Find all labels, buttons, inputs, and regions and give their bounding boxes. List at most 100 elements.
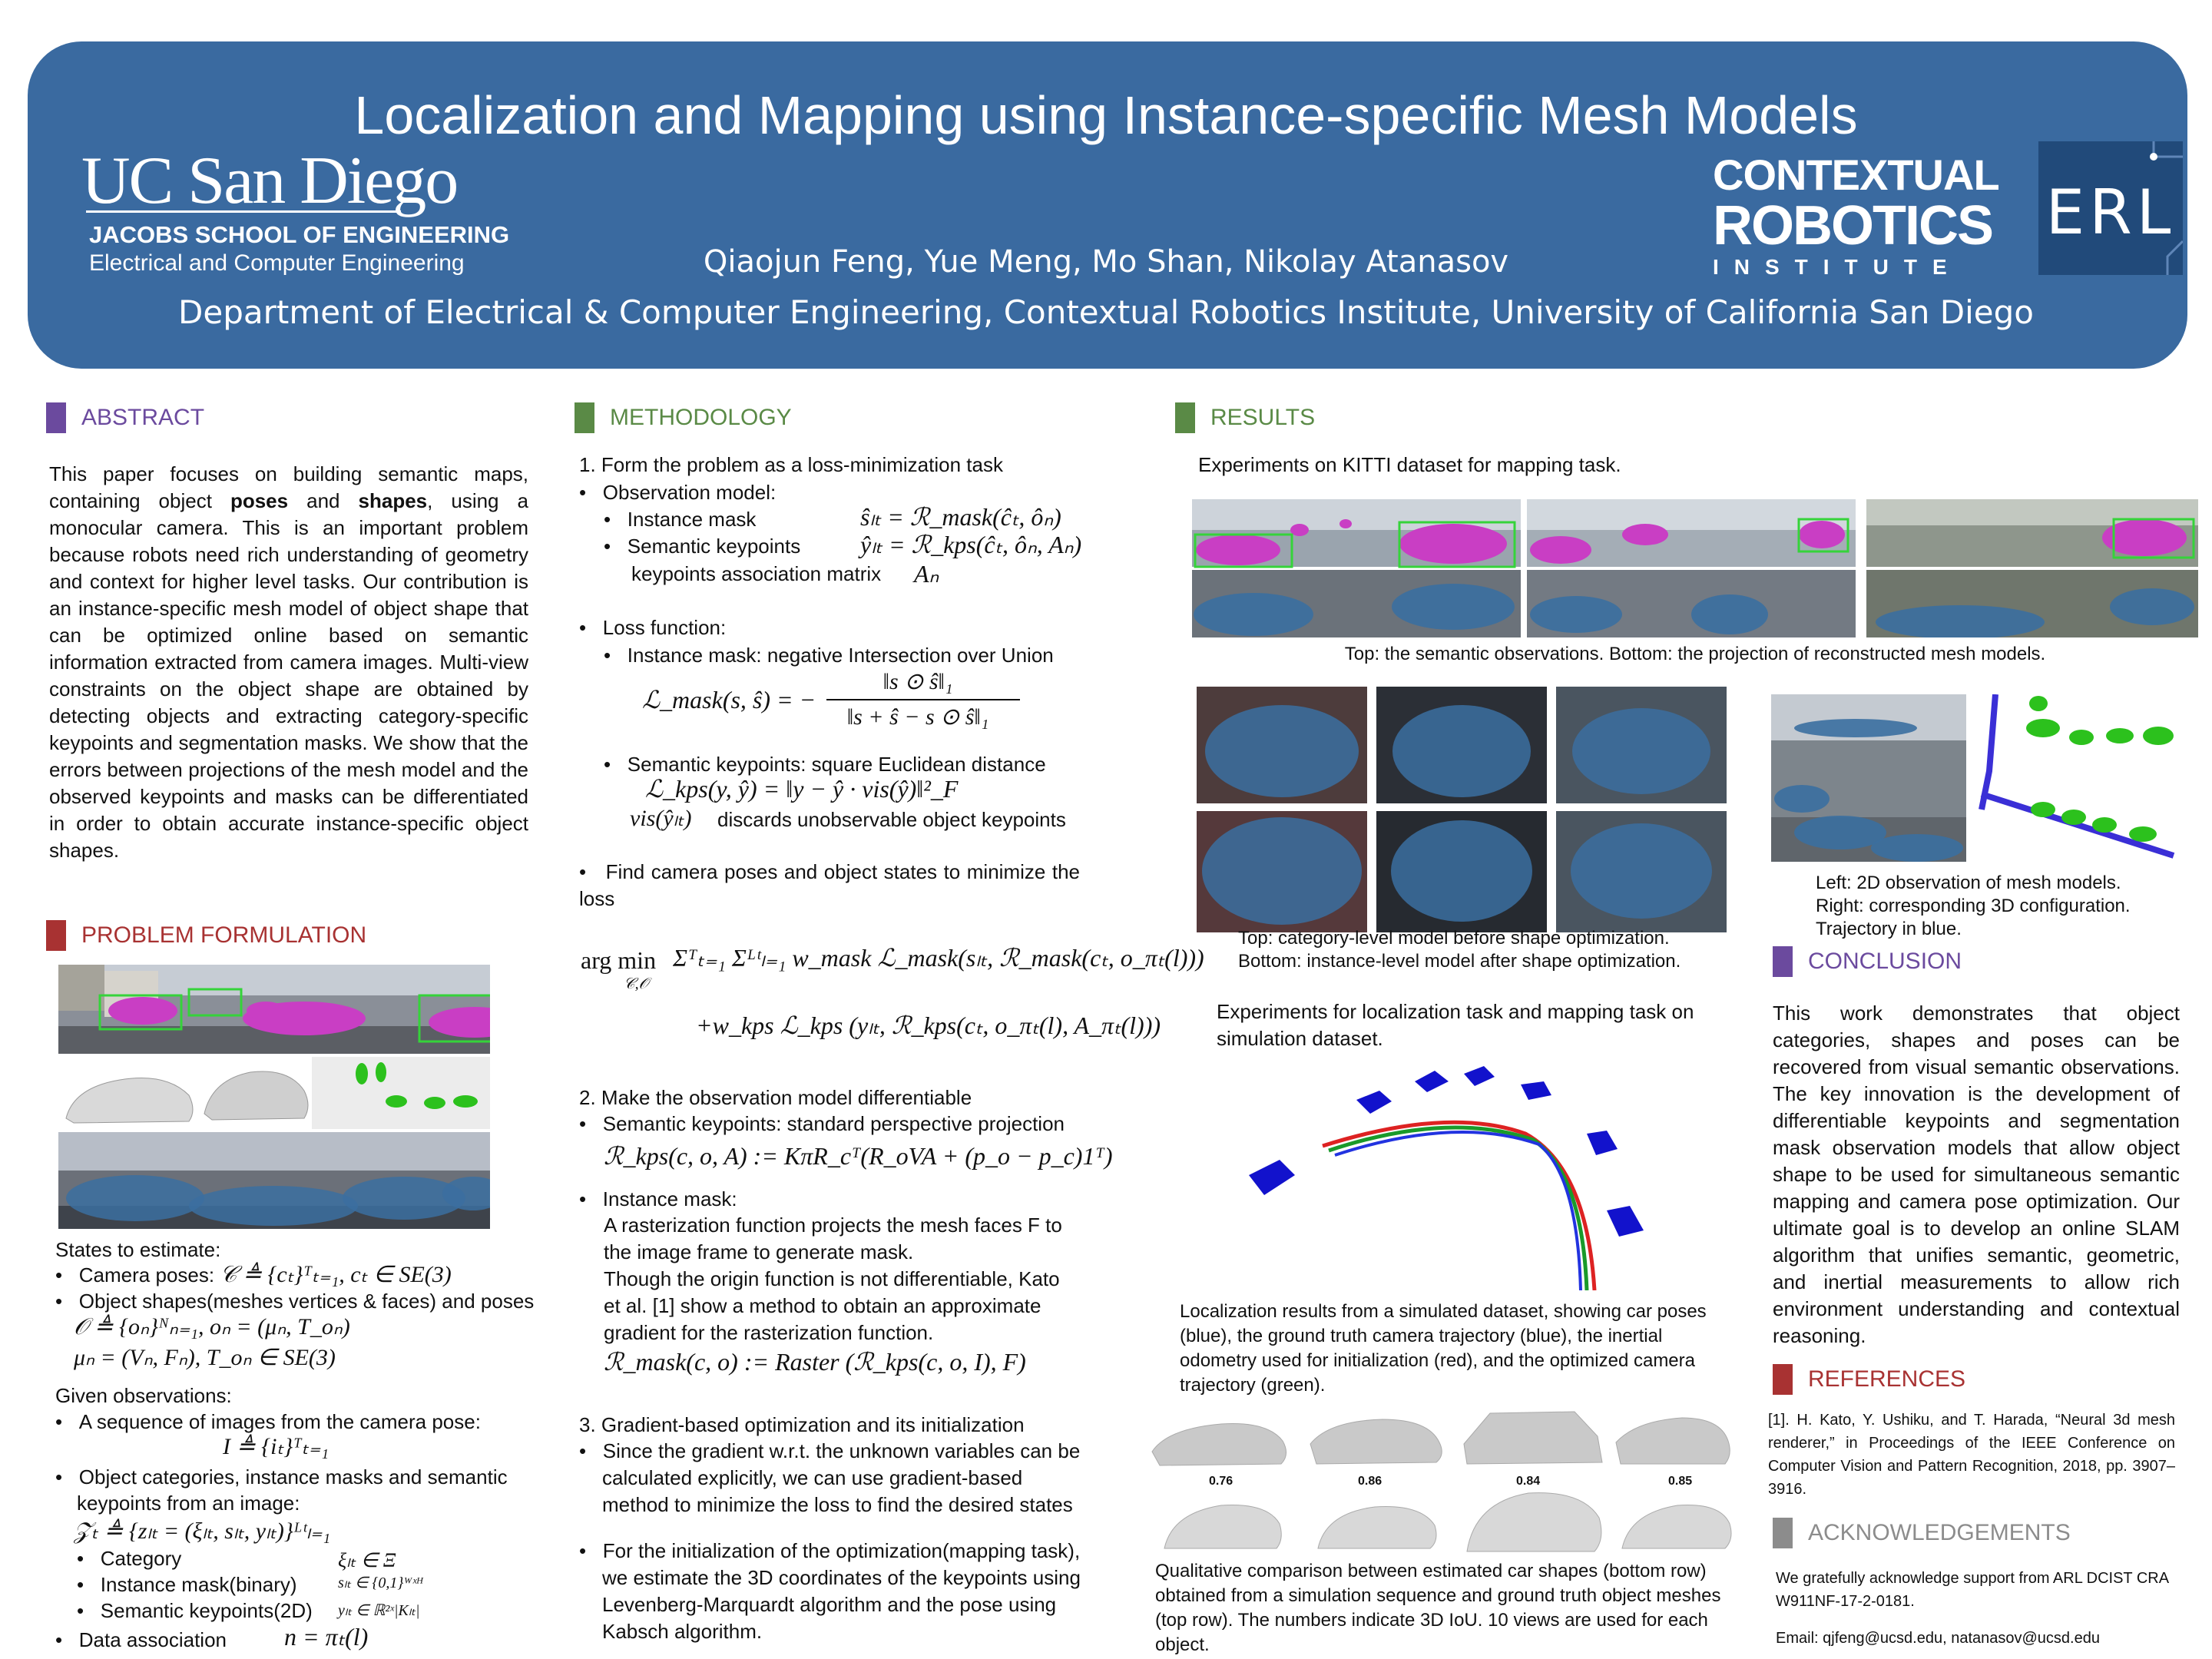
- inst-mask2-label: Instance mask:: [602, 1187, 737, 1210]
- eq-kp-model: ŷₗₜ = ℛ_kps(ĉₜ, ôₙ, Aₙ): [860, 531, 1082, 558]
- abstract-heading-text: ABSTRACT: [81, 405, 205, 430]
- obj-cats-item: • Object categories, instance masks and …: [55, 1465, 508, 1488]
- erl-circuit-icon: [2150, 141, 2184, 275]
- object-shapes-label: Object shapes(meshes vertices & faces) a…: [78, 1290, 535, 1313]
- acknowledgements-heading: ACKNOWLEDGEMENTS: [1773, 1518, 2071, 1548]
- acknowledgements-text: We gratefully acknowledge support from A…: [1776, 1570, 2168, 1610]
- raster-text-1: A rasterization function projects the me…: [604, 1214, 1062, 1263]
- eq-lmask-den: ‖s + ŝ − s ⊙ ŝ‖₁: [846, 704, 989, 730]
- localization-caption: Localization results from a simulated da…: [1180, 1301, 1707, 1396]
- conclusion-heading-bar: [1773, 946, 1793, 977]
- iou-value-2: 0.86: [1358, 1475, 1382, 1488]
- problem-kitti-observation-image: [58, 965, 490, 1054]
- localization-trajectory-figure: [1233, 1060, 1725, 1290]
- 2d-observation-image: [1771, 694, 1966, 862]
- qualitative-caption: Qualitative comparison between estimated…: [1155, 1561, 1721, 1655]
- obj-cats-label: Object categories, instance masks and se…: [78, 1465, 508, 1488]
- kitti-caption: Top: the semantic observations. Bottom: …: [1344, 644, 2046, 664]
- object-shapes-item: • Object shapes(meshes vertices & faces)…: [55, 1290, 535, 1313]
- authors: Qiaojun Feng, Yue Meng, Mo Shan, Nikolay…: [703, 244, 1509, 280]
- problem-heading-bar: [46, 920, 66, 951]
- eq-objective-1: Σᵀₜ₌₁ Σᴸᵗₗ₌₁ w_mask ℒ_mask(sₗₜ, ℛ_mask(c…: [673, 944, 1204, 972]
- eq-vis: vis(ŷₗₜ): [630, 806, 692, 831]
- iou-value-4: 0.85: [1668, 1475, 1693, 1488]
- sem-kp-persp-label: Semantic keypoints: standard perspective…: [602, 1112, 1065, 1135]
- camera-poses-item: • Camera poses: 𝒞 ≜ {cₜ}ᵀₜ₌₁, cₜ ∈ SE(3): [55, 1262, 452, 1287]
- eq-lkps: ℒ_kps(y, ŷ) = ‖y − ŷ · vis(ŷ)‖²_F: [645, 775, 959, 803]
- abstract-text-1: This paper focuses on building semantic …: [49, 462, 528, 512]
- inst-mask-label: Instance mask: [627, 508, 757, 531]
- ucsd-logo-rule: [86, 210, 401, 213]
- contextual-robotics-logo: CONTEXTUAL ROBOTICS INSTITUTE: [1713, 151, 2000, 279]
- contact-email: Email: qjfeng@ucsd.edu, natanasov@ucsd.e…: [1776, 1630, 2100, 1647]
- methodology-heading-text: METHODOLOGY: [610, 405, 792, 430]
- data-assoc-label: Data association: [78, 1628, 227, 1651]
- results-heading-text: RESULTS: [1210, 405, 1316, 430]
- reference-1: [1]. H. Kato, Y. Ushiku, and T. Harada, …: [1768, 1412, 2175, 1498]
- category-item: • Category: [77, 1547, 182, 1570]
- given-observations: Given observations:: [55, 1384, 232, 1407]
- eq-argmin-sub: 𝒞,𝒪: [624, 975, 649, 992]
- ece-label: Electrical and Computer Engineering: [89, 250, 465, 276]
- instance-mask-label: Instance mask(binary): [100, 1573, 297, 1596]
- eq-category: ξₗₜ ∈ Ξ: [338, 1549, 396, 1571]
- results-heading-bar: [1175, 402, 1195, 433]
- 2d-caption-3: Trajectory in blue.: [1816, 919, 1962, 939]
- eq-mesh-def: μₙ = (Vₙ, Fₙ), T_oₙ ∈ SE(3): [74, 1345, 336, 1370]
- eq-rmask: ℛ_mask(c, o) := Raster (ℛ_kps(c, o, I), …: [604, 1348, 1026, 1376]
- seq-images-label: A sequence of images from the camera pos…: [78, 1410, 481, 1433]
- abstract-text: This paper focuses on building semantic …: [49, 461, 528, 864]
- raster-text-2: Though the origin function is not differ…: [604, 1267, 1060, 1344]
- category-label: Category: [100, 1547, 182, 1570]
- erl-logo: ERL: [2038, 141, 2184, 275]
- states-to-estimate: States to estimate:: [55, 1238, 221, 1261]
- camera-poses-label: Camera poses:: [78, 1263, 215, 1286]
- cri-logo-line1: CONTEXTUAL: [1713, 151, 2000, 199]
- references-heading: REFERENCES: [1773, 1364, 1965, 1395]
- method-step-1: 1. Form the problem as a loss-minimizati…: [579, 453, 1003, 476]
- title-banner: [28, 41, 2187, 369]
- kitti-label: Experiments on KITTI dataset for mapping…: [1198, 453, 1621, 476]
- method-step-3: 3. Gradient-based optimization and its i…: [579, 1413, 1025, 1436]
- eq-observation-set: 𝒵ₜ ≜ {zₗₜ = (ξₗₜ, sₗₜ, yₗₜ)}ᴸᵗₗ₌₁: [74, 1518, 331, 1544]
- obs-model-label: Observation model:: [602, 481, 777, 504]
- inst-mask2-item: • Instance mask:: [579, 1187, 737, 1210]
- iou-value-1: 0.76: [1209, 1475, 1233, 1488]
- obj-cats-label-2: keypoints from an image:: [77, 1492, 300, 1515]
- poster-title: Localization and Mapping using Instance-…: [354, 85, 1858, 145]
- eq-rkps: ℛ_kps(c, o, A) := KπR_cᵀ(R_oVA + (p_o − …: [604, 1142, 1113, 1170]
- instance-mask-item: • Instance mask(binary): [77, 1573, 297, 1596]
- seq-images-item: • A sequence of images from the camera p…: [55, 1410, 481, 1433]
- jacobs-school-label: JACOBS SCHOOL OF ENGINEERING: [89, 221, 510, 248]
- 3d-configuration-image: [1974, 694, 2197, 862]
- eq-camera-poses: 𝒞 ≜ {cₜ}ᵀₜ₌₁, cₜ ∈ SE(3): [220, 1262, 452, 1287]
- methodology-heading-bar: [575, 402, 594, 433]
- eq-argmin: arg min: [581, 946, 657, 974]
- sem-kp-label: Semantic keypoints: [627, 535, 801, 558]
- iou-value-3: 0.84: [1516, 1475, 1541, 1488]
- eq-objective-2: +w_kps ℒ_kps (yₗₜ, ℛ_kps(cₜ, o_πₜ(l), A_…: [696, 1012, 1161, 1039]
- sem-kp-item: • Semantic keypoints: [604, 535, 801, 558]
- sem-kp-sq-label: Semantic keypoints: square Euclidean dis…: [627, 753, 1046, 776]
- kitti-results-images: [1192, 499, 2198, 637]
- eq-mask-model: ŝₗₜ = ℛ_mask(ĉₜ, ôₙ): [860, 503, 1061, 531]
- 2d-caption-2: Right: corresponding 3D configuration.: [1816, 896, 2131, 916]
- find-cam-label: Find camera poses and object states to m…: [579, 860, 1080, 910]
- sem-kp-persp-item: • Semantic keypoints: standard perspecti…: [579, 1112, 1065, 1135]
- abstract-text-3: , using a monocular camera. This is an i…: [49, 489, 528, 862]
- eq-object-set: 𝒪 ≜ {oₙ}ᴺₙ₌₁, oₙ = (μₙ, T_oₙ): [74, 1314, 350, 1339]
- references-heading-bar: [1773, 1364, 1793, 1395]
- acknowledgements-heading-text: ACKNOWLEDGEMENTS: [1808, 1520, 2071, 1545]
- acknowledgements-heading-bar: [1773, 1518, 1793, 1548]
- loss-fn-item: • Loss function:: [579, 616, 727, 639]
- abstract-heading-bar: [46, 402, 66, 433]
- eq-image-set: I ≜ {iₜ}ᵀₜ₌₁: [223, 1434, 329, 1459]
- ucsd-logo: UC San Diego: [81, 144, 459, 218]
- grad-text-1: Since the gradient w.r.t. the unknown va…: [602, 1439, 1081, 1516]
- abstract-heading: ABSTRACT: [46, 402, 204, 433]
- inst-mask-item: • Instance mask: [604, 508, 757, 531]
- references-heading-text: REFERENCES: [1808, 1366, 1966, 1392]
- cri-logo-line3: INSTITUTE: [1713, 255, 1962, 279]
- conclusion-text: This work demonstrates that object categ…: [1773, 1002, 2180, 1347]
- conclusion-heading-text: CONCLUSION: [1808, 949, 1962, 974]
